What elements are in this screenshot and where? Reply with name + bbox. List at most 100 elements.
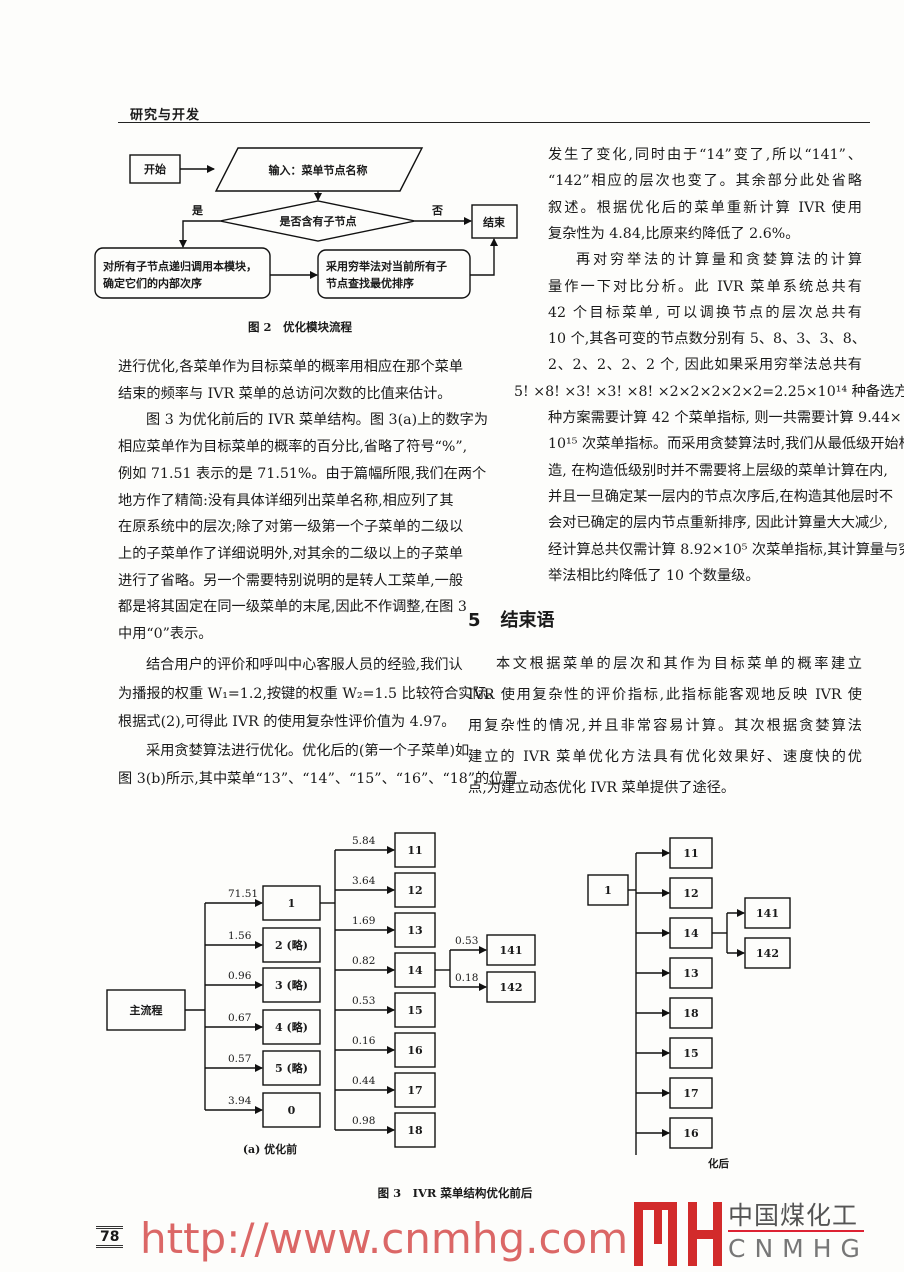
menu-level1-label: 0 (288, 1104, 296, 1117)
menu-level1-box (262, 1050, 321, 1086)
figure-3-caption: 图 3 IVR 菜单结构优化前后 (378, 1186, 533, 1200)
menu-level1-label: 1 (288, 897, 296, 910)
right-column-line: 再对穷举法的计算量和贪婪算法的计算 (576, 252, 862, 269)
figure-2-caption: 图 2 优化模块流程 (248, 320, 353, 334)
left-column-line: 上的子菜单作了详细说明外,对其余的二级以上的子菜单 (118, 545, 464, 562)
left-column-line: 地方作了精简:没有具体详细列出菜单名称,相应列了其 (118, 492, 454, 509)
right-column-line: 42 个目标菜单, 可以调换节点的层次总共有 (548, 304, 862, 321)
start-label: 开始 (144, 162, 166, 176)
opt-menu-level2-label: 17 (683, 1087, 698, 1100)
probability-label: 5.84 (352, 835, 376, 847)
root-menu-label: 主流程 (130, 1003, 163, 1017)
conclusion-line: 本文根据菜单的层次和其作为目标菜单的概率建立 (496, 656, 862, 672)
probability-label: 0.57 (228, 1053, 251, 1065)
left-column-line: 为播报的权重 W₁=1.2,按键的权重 W₂=1.5 比较符合实际。 (118, 685, 501, 702)
probability-label: 0.82 (352, 955, 375, 967)
left-column-line: 中用“0”表示。 (118, 626, 213, 642)
conclusion-line: 用复杂性的情况,并且非常容易计算。其次根据贪婪算法 (468, 718, 862, 734)
opt-menu-level3-box (744, 897, 791, 929)
figure-3a-caption: (a) 优化前 (243, 1142, 297, 1156)
publisher-logo: 中国煤化工 CNMHG (628, 1194, 878, 1270)
opt-menu-level2-label: 12 (683, 887, 698, 900)
exhaust-label-1: 采用穷举法对当前所有子 (325, 259, 447, 273)
probability-label: 0.16 (352, 1035, 376, 1047)
left-column-line: 图 3 为优化前后的 IVR 菜单结构。图 3(a)上的数字为 (146, 412, 489, 429)
menu-level1-label: 2 (略) (275, 938, 308, 952)
menu-level3-box (486, 934, 536, 966)
right-column-line: 5! ×8! ×3! ×3! ×8! ×2×2×2×2×2=2.25×10¹⁴ … (514, 383, 904, 400)
left-column-line: 结合用户的评价和呼叫中心客服人员的经验,我们认 (146, 657, 463, 673)
probability-label: 0.96 (228, 970, 252, 982)
figure-2-flowchart (94, 147, 518, 299)
end-label: 结束 (482, 215, 506, 229)
left-column-line: 图 3(b)所示,其中菜单“13”、“14”、“15”、“16”、“18”的位置 (118, 771, 518, 787)
decision-label: 是否含有子节点 (279, 214, 357, 228)
opt-menu-level2-label: 16 (683, 1127, 699, 1140)
menu-level2-box (394, 912, 436, 948)
menu-level1-label: 5 (略) (275, 1061, 308, 1075)
probability-label: 0.98 (352, 1115, 375, 1127)
menu-level2-label: 13 (407, 924, 422, 937)
menu-level2-box (394, 992, 436, 1028)
header-rule (118, 122, 870, 123)
mh-logo-icon (634, 1202, 722, 1266)
flow-arrow (470, 238, 498, 276)
probability-label: 1.69 (352, 915, 375, 927)
section-title: 结束语 (500, 610, 555, 631)
logo-rule (728, 1230, 864, 1232)
left-column-line: 相应菜单作为目标菜单的概率的百分比,省略了符号“%”, (118, 439, 468, 456)
menu-level3-box (486, 971, 536, 1003)
probability-label: 3.94 (228, 1095, 252, 1107)
left-column-line: 都是将其固定在同一级菜单的末尾,因此不作调整,在图 3 (118, 599, 467, 616)
right-column-line: 并且一旦确定某一层内的节点次序后,在构造其他层时不 (548, 488, 894, 505)
figure-3b-caption: 化后 (708, 1157, 729, 1170)
section-heading: 5 结束语 (468, 606, 575, 632)
opt-menu-level2-label: 15 (683, 1047, 698, 1060)
page-number: 78 (96, 1226, 124, 1248)
right-column-line: 造, 在构造低级别时并不需要将上层级的菜单计算在内, (548, 462, 888, 479)
right-column-line: 经计算总共仅需计算 8.92×10⁵ 次菜单指标,其计算量与穷 (548, 541, 904, 558)
logo-english-text: CNMHG (728, 1234, 869, 1263)
left-column-line: 根据式(2),可得此 IVR 的使用复杂性评价值为 4.97。 (118, 714, 456, 730)
menu-level3-label: 142 (500, 981, 523, 994)
opt-menu-level2-label: 11 (683, 847, 698, 860)
menu-level3-label: 141 (500, 944, 523, 957)
menu-level2-box (394, 872, 436, 908)
opt-menu-level2-label: 18 (683, 1007, 699, 1020)
menu-level2-label: 15 (407, 1004, 422, 1017)
conclusion-line: IVR 使用复杂性的评价指标,此指标能客观地反映 IVR 使 (468, 687, 862, 703)
right-column-line: 举法相比约降低了 10 个数量级。 (548, 567, 760, 584)
menu-level2-box (394, 832, 436, 868)
menu-level1-box (262, 1009, 321, 1045)
opt-menu-level2-box (669, 1117, 713, 1149)
probability-label: 0.67 (228, 1012, 251, 1024)
menu-level2-box (394, 1032, 436, 1068)
left-column-line: 结束的频率与 IVR 菜单的总访问次数的比值来估计。 (118, 385, 452, 402)
menu-level2-label: 18 (407, 1124, 423, 1137)
recurse-label-1: 对所有子节点递归调用本模块， (103, 259, 257, 273)
no-label: 否 (431, 204, 443, 217)
menu-level1-box (262, 967, 321, 1003)
left-column-line: 进行了省略。另一个需要特别说明的是转人工菜单,一般 (118, 572, 464, 589)
opt-menu-level3-label: 142 (756, 947, 779, 960)
right-column-line: 量作一下对比分析。此 IVR 菜单系统总共有 (548, 278, 862, 295)
right-column-line: 发生了变化,同时由于“14”变了,所以“141”、 (548, 147, 862, 163)
probability-label: 0.53 (352, 995, 375, 1007)
input-label: 输入：菜单节点名称 (269, 163, 368, 177)
menu-level2-label: 12 (407, 884, 422, 897)
section-number: 5 (468, 610, 481, 631)
exhaust-label-2: 节点查找最优排序 (326, 276, 414, 290)
menu-level2-label: 14 (407, 964, 423, 977)
opt-menu-level3-box (744, 937, 791, 969)
conclusion-line: 点,为建立动态优化 IVR 菜单提供了途径。 (468, 780, 736, 796)
logo-chinese-text: 中国煤化工 (728, 1201, 859, 1230)
flow-arrow-yes (179, 220, 220, 248)
right-column-line: 会对已确定的层内节点重新排序, 因此计算量大大减少, (548, 515, 888, 532)
opt-menu-level2-label: 14 (683, 927, 699, 940)
menu-level1-box (262, 927, 321, 963)
input-node (214, 147, 424, 192)
menu-level1-label: 3 (略) (275, 978, 308, 992)
exhaust-node (317, 249, 471, 299)
right-column-line: 复杂性为 4.84,比原来约降低了 2.6%。 (548, 225, 800, 242)
